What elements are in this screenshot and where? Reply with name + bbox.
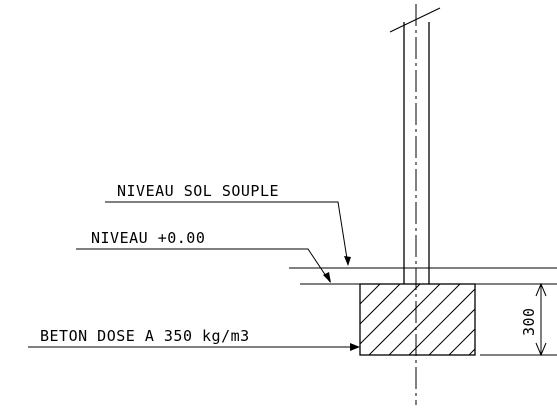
label-soft-ground: NIVEAU SOL SOUPLE xyxy=(117,182,279,200)
label-level-zero: NIVEAU +0.00 xyxy=(91,229,205,247)
label-concrete: BETON DOSE A 350 kg/m3 xyxy=(40,327,250,345)
footing-hatch xyxy=(360,284,475,355)
post-break-mark xyxy=(389,7,441,33)
arrowhead-concrete xyxy=(350,343,360,351)
arrowhead-soft-ground xyxy=(344,256,351,266)
arrowhead-level-zero xyxy=(323,272,331,283)
leader-soft-ground xyxy=(105,201,349,266)
dim-value-300: 300 xyxy=(520,307,538,336)
concrete-footing xyxy=(359,283,476,356)
dim-arrow-top xyxy=(535,282,547,297)
leader-level-zero xyxy=(76,248,331,283)
dim-arrow-bottom xyxy=(535,342,547,357)
